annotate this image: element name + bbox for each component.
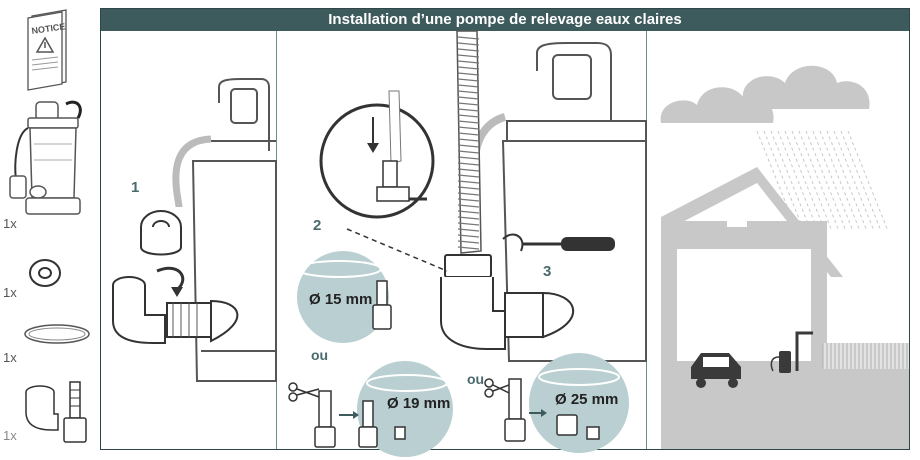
- step-2-number: 2: [313, 217, 322, 234]
- hose-rib: [457, 162, 480, 166]
- kit-contents-sidebar: NOTICE 1x 1x 1x 1x: [0, 0, 100, 460]
- hose-coil-icon: [24, 324, 90, 344]
- hose-rib: [457, 168, 480, 172]
- hose-rib: [457, 150, 480, 154]
- hose-rib: [457, 216, 480, 220]
- hose-rib: [457, 144, 480, 148]
- panel-step-1: 1: [101, 31, 277, 449]
- diagram-title: Installation d’une pompe de relevage eau…: [101, 9, 909, 31]
- hose-rib: [457, 78, 480, 82]
- hose-rib: [457, 90, 480, 94]
- hose-rib: [457, 198, 480, 202]
- pump-icon: [9, 100, 82, 215]
- or-label-1: ou: [311, 347, 329, 363]
- hose-rib: [457, 120, 480, 124]
- ptfe-tape-icon: [29, 259, 61, 287]
- hose-rib: [457, 36, 480, 40]
- hose-rib: [457, 228, 480, 232]
- hose-rib: [457, 60, 480, 64]
- hose-rib: [457, 54, 480, 58]
- pump-with-hose-drawing: [288, 30, 647, 457]
- panel-usage-scene: [647, 31, 909, 449]
- quantity-hose: 1x: [3, 350, 17, 365]
- hose-rib: [457, 192, 480, 196]
- hose-rib: [457, 72, 480, 76]
- hose-rib: [457, 156, 480, 160]
- hose-rib: [457, 246, 480, 250]
- installation-diagram-frame: Installation d’une pompe de relevage eau…: [100, 8, 910, 457]
- pump-with-tape-drawing: [112, 78, 277, 382]
- hose-rib: [457, 108, 480, 112]
- hose-rib: [457, 180, 480, 184]
- house-rain-scene: [660, 65, 909, 449]
- hose-rib: [457, 138, 480, 142]
- hose-rib: [457, 240, 480, 244]
- quantity-fittings: 1x: [3, 428, 17, 443]
- hose-rib: [457, 102, 480, 106]
- hose-rib: [457, 222, 480, 226]
- notice-label: NOTICE: [31, 21, 66, 36]
- hose-rib: [457, 174, 480, 178]
- hose-rib: [457, 210, 480, 214]
- step-3-number: 3: [543, 263, 552, 280]
- hose-rib: [457, 42, 480, 46]
- hose-rib: [457, 96, 480, 100]
- elbow-fitting-icon: [25, 381, 87, 443]
- hose-rib: [457, 204, 480, 208]
- notice-booklet-icon: NOTICE: [27, 9, 67, 91]
- hose-rib: [457, 48, 480, 52]
- hose-rib: [457, 114, 480, 118]
- diameter-15mm-label: Ø 15 mm: [309, 291, 373, 308]
- hose-rib: [457, 84, 480, 88]
- step-1-number: 1: [131, 179, 140, 196]
- diameter-19mm-label: Ø 19 mm: [387, 395, 451, 412]
- hose-rib: [457, 66, 480, 70]
- hose-rib: [457, 132, 480, 136]
- hose-rib: [457, 234, 480, 238]
- panel-step-2-3: 2 3 Ø 15 mm Ø 19 mm Ø 25 mm ou ou: [277, 30, 647, 457]
- or-label-2: ou: [467, 371, 485, 387]
- quantity-pump: 1x: [3, 216, 17, 231]
- diameter-25mm-label: Ø 25 mm: [555, 391, 619, 408]
- hose-rib: [457, 186, 480, 190]
- hose-rib: [457, 126, 480, 130]
- quantity-tape: 1x: [3, 285, 17, 300]
